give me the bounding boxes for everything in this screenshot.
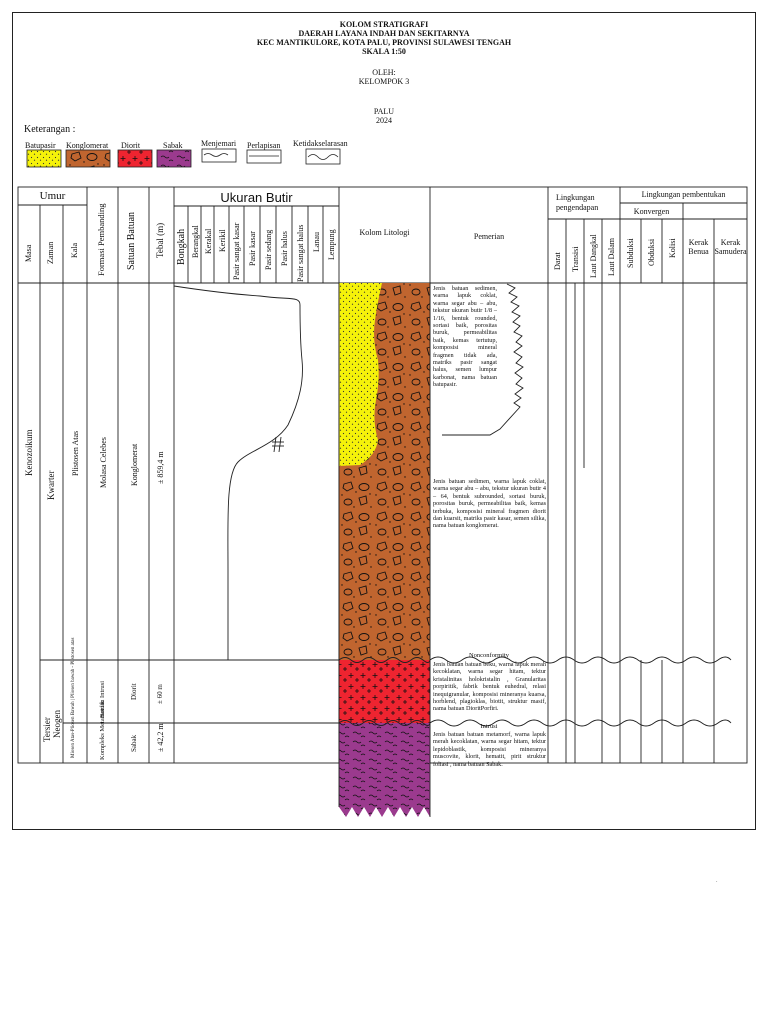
header-lingkungan-pembentukan: Lingkungan pembentukan [641,190,726,199]
header-kolom-litologi: Kolom Litologi [359,228,410,237]
legend-title: Keterangan : [24,124,76,135]
header-lingkungan-pengendapan: Lingkungan pengendapan [556,193,599,212]
header-pemerian: Pemerian [473,232,505,241]
title-city: PALU [373,107,395,116]
label-nonconformity: Nonconformity [468,652,510,659]
label-intrusi: Intrusi [480,723,498,730]
title-by-label: OLEH: [372,68,396,77]
title-scale: SKALA 1:50 [362,47,406,56]
header-kerak-samudera: Kerak Samudera [714,238,747,256]
legend-label-ketidakselarasan: Ketidakselarasan [293,139,348,148]
description-diorit: Jenis batuan batuan beku, warna lapuk me… [433,661,546,713]
description-sabak: Jenis batuan batuan metamorf, warna lapu… [433,731,546,768]
header-kerak-benua: Kerak Benua [688,238,709,256]
title-line-1: KOLOM STRATIGRAFI [339,20,429,29]
title-line-3: KEC MANTIKULORE, KOTA PALU, PROVINSI SUL… [256,38,512,47]
description-konglomerat: Jenis batuan sedimen, warna lapuk coklat… [433,478,546,530]
legend-label-konglomerat: Konglomerat [66,141,109,150]
description-batupasir: Jenis batuan sedimen, warna lapuk coklat… [433,285,497,389]
title-year: 2024 [376,116,392,125]
header-umur: Umur [39,190,66,202]
legend-label-menjemari: Menjemari [201,139,237,148]
legend-label-batupasir: Batupasir [25,141,56,150]
legend-label-perlapisan: Perlapisan [247,141,281,150]
footer-mark: . [716,878,718,884]
legend-label-sabak: Sabak [163,141,183,150]
title-line-2: DAERAH LAYANA INDAH DAN SEKITARNYA [298,29,470,38]
legend-label-diorit: Diorit [121,141,141,150]
header-ukuran-butir: Ukuran Butir [220,190,293,205]
title-group: KELOMPOK 3 [358,77,410,86]
page-frame [12,12,756,830]
header-konvergen: Konvergen [633,207,670,216]
